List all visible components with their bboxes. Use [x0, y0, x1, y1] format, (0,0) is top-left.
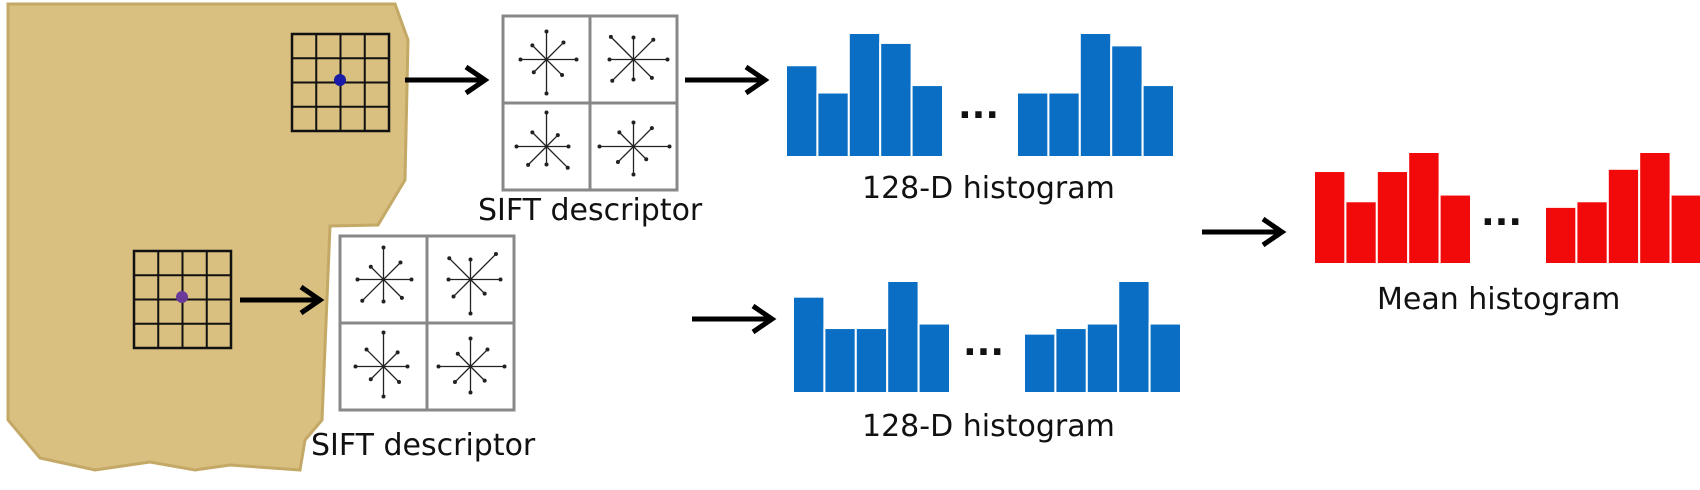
histogram-bar — [823, 327, 857, 395]
keypoint-grid-bottom — [132, 249, 233, 350]
histogram-bar — [1085, 322, 1120, 394]
histogram-bar — [1575, 200, 1609, 265]
sift-descriptor-label-top: SIFT descriptor — [478, 193, 703, 228]
arrow-to-mean-histogram — [1202, 216, 1287, 248]
histogram-bar — [1313, 170, 1347, 265]
histogram-bar — [1375, 170, 1410, 265]
histogram-bar — [1047, 91, 1081, 158]
histogram-bar — [816, 91, 850, 158]
histogram-bar — [1078, 32, 1113, 158]
histogram-bar — [1606, 167, 1641, 265]
ellipsis-mean: ... — [1481, 193, 1522, 234]
histogram-bar — [1544, 205, 1578, 266]
arrow-sift-to-hist-top — [685, 64, 770, 96]
histogram-label-bottom: 128-D histogram — [862, 409, 1115, 444]
histogram-bar — [1023, 332, 1057, 395]
histogram-bar — [910, 84, 944, 158]
keypoint-dot — [176, 291, 188, 303]
sift-descriptor-top — [501, 14, 679, 192]
histogram-bottom — [792, 280, 1182, 395]
keypoint-dot — [334, 74, 346, 86]
histogram-bar — [1117, 280, 1151, 394]
histogram-top — [785, 32, 1175, 158]
histogram-bar — [879, 41, 913, 158]
ellipsis-bottom: ... — [963, 323, 1004, 364]
histogram-mean — [1313, 151, 1700, 266]
histogram-bar — [1669, 193, 1700, 265]
sift-descriptor-bottom — [338, 234, 516, 412]
histogram-bar — [1438, 193, 1472, 265]
histogram-bar — [847, 32, 882, 158]
histogram-bar — [1141, 84, 1175, 158]
histogram-bar — [1407, 151, 1441, 265]
histogram-bar — [1016, 91, 1050, 158]
keypoint-grid-top — [290, 32, 391, 133]
arrow-sift-to-hist-bottom — [692, 303, 777, 335]
mean-histogram-label: Mean histogram — [1377, 282, 1620, 317]
histogram-bar — [1148, 322, 1182, 394]
histogram-bar — [854, 327, 889, 395]
ellipsis-top: ... — [958, 86, 999, 127]
histogram-bar — [785, 64, 819, 158]
histogram-bar — [1054, 327, 1088, 395]
image-region — [6, 2, 410, 472]
histogram-bar — [792, 295, 826, 394]
histogram-bar — [1344, 200, 1378, 265]
sift-descriptor-label-bottom: SIFT descriptor — [311, 428, 536, 463]
histogram-bar — [1638, 151, 1672, 265]
histogram-bar — [1110, 44, 1144, 158]
histogram-bar — [917, 322, 951, 394]
histogram-label-top: 128-D histogram — [862, 171, 1115, 206]
histogram-bar — [886, 280, 920, 394]
arrow-grid-to-sift-top — [405, 64, 490, 96]
arrow-grid-to-sift-bottom — [240, 284, 325, 316]
